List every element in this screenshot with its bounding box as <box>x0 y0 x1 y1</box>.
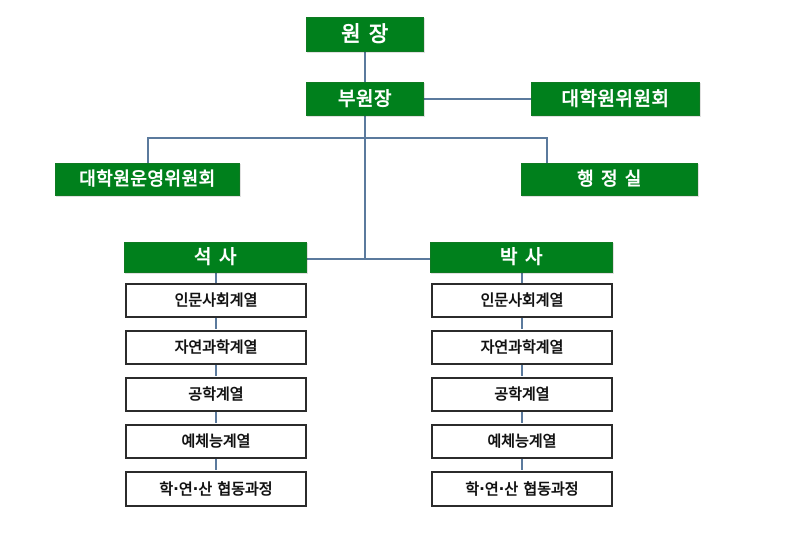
connector-junction-to-degrees <box>306 258 431 260</box>
connector-director-to-vice <box>364 52 366 82</box>
connector-masters-4 <box>215 411 217 423</box>
node-masters[interactable]: 석 사 <box>124 242 307 273</box>
connector-bus-to-administration <box>546 137 548 163</box>
connector-masters-1 <box>215 272 217 284</box>
doctorate-program-item[interactable]: 공학계열 <box>431 377 613 412</box>
masters-program-item[interactable]: 인문사회계열 <box>125 283 307 318</box>
connector-bus-to-degree-junction <box>364 137 366 259</box>
node-operating-committee[interactable]: 대학원운영위원회 <box>55 163 240 196</box>
node-administration-office[interactable]: 행 정 실 <box>521 163 698 196</box>
connector-masters-3 <box>215 364 217 376</box>
connector-doctorate-3 <box>521 364 523 376</box>
connector-bus-to-operating-committee <box>147 137 149 164</box>
node-doctorate[interactable]: 박 사 <box>430 242 613 273</box>
connector-vice-to-graduate-committee <box>424 98 531 100</box>
node-director[interactable]: 원 장 <box>306 17 424 52</box>
connector-doctorate-4 <box>521 411 523 423</box>
connector-vice-to-bus <box>364 116 366 138</box>
masters-program-item[interactable]: 공학계열 <box>125 377 307 412</box>
doctorate-program-item[interactable]: 예체능계열 <box>431 424 613 459</box>
doctorate-program-item[interactable]: 인문사회계열 <box>431 283 613 318</box>
connector-masters-5 <box>215 458 217 470</box>
connector-masters-2 <box>215 317 217 329</box>
doctorate-program-item[interactable]: 학·연·산 협동과정 <box>431 471 613 507</box>
masters-program-item[interactable]: 자연과학계열 <box>125 330 307 365</box>
node-graduate-committee[interactable]: 대학원위원회 <box>531 82 700 116</box>
connector-horizontal-bus <box>147 137 548 139</box>
connector-doctorate-2 <box>521 317 523 329</box>
connector-doctorate-5 <box>521 458 523 470</box>
connector-doctorate-1 <box>521 272 523 284</box>
doctorate-program-item[interactable]: 자연과학계열 <box>431 330 613 365</box>
masters-program-item[interactable]: 학·연·산 협동과정 <box>125 471 307 507</box>
masters-program-item[interactable]: 예체능계열 <box>125 424 307 459</box>
node-vice-director[interactable]: 부원장 <box>306 82 424 116</box>
